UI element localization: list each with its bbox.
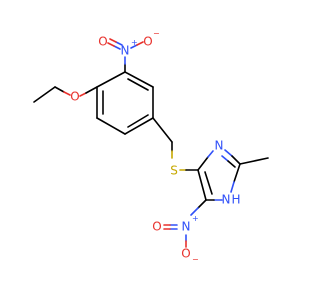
bond-imid-c2-n1	[233, 163, 241, 183]
bond-nitro-top-o-double-b	[107, 42, 115, 47]
bond-imid-c5-c4	[197, 169, 207, 201]
bond-nitro-top-o-double-c	[115, 41, 123, 46]
atom-o-nitro-bottom-single: O	[181, 247, 190, 261]
bond-imid-c4-n3-blue	[207, 150, 214, 158]
bond-imid-nitro-bottom-blue	[190, 207, 199, 216]
bond-ring-1	[96, 71, 126, 88]
bond-ring-ch2	[152, 117, 173, 143]
bond-ring-2-inner	[127, 78, 149, 91]
bond-nitro-top-o-single-b	[136, 41, 144, 46]
bond-ethyl-ch2-o-red	[63, 91, 71, 96]
atom-s-thioether: S	[170, 164, 178, 178]
bond-o-ring	[85, 86, 98, 94]
bond-ring-4	[124, 117, 154, 135]
atom-n-nitro-bottom: N	[182, 220, 191, 234]
atom-h-imidazole-1: H	[231, 193, 240, 207]
atom-o-ethoxy: O	[70, 90, 79, 104]
bond-ring-2	[124, 71, 154, 88]
bond-imid-n3-c2-blue	[224, 149, 233, 157]
atom-n-imidazole-1: N	[222, 193, 231, 207]
bond-nitro-top-o-double-d	[109, 38, 117, 43]
bond-imid-n3-c2-inner-blue	[221, 155, 229, 162]
atom-o-nitro-top-double: O	[98, 35, 107, 49]
atom-labels: O N + O O − S N N H N + O O −	[70, 29, 240, 264]
bond-ethyl-ch2-o	[54, 86, 65, 93]
bond-imid-n3-c2	[231, 155, 241, 165]
atom-n-nitro-top: N	[121, 44, 130, 58]
bonds	[33, 38, 269, 248]
bond-imid-c5-c4-inner	[204, 171, 213, 195]
bond-ethyl-ch3-ch2	[33, 86, 56, 103]
bond-ring-4-inner	[127, 114, 149, 128]
bond-imid-methyl	[239, 157, 269, 165]
charge-o-nitro-top: −	[153, 29, 160, 38]
atom-o-nitro-top-single: O	[143, 35, 152, 49]
bond-imid-n3-c2-inner	[227, 160, 236, 168]
charge-n-nitro-bottom: +	[192, 214, 199, 223]
bond-ring-5	[96, 117, 126, 135]
charge-o-nitro-bottom: −	[192, 255, 199, 264]
bond-nitro-top-o-double-a	[113, 45, 121, 50]
molecule-structure-diagram: O N + O O − S N N H N + O O −	[33, 29, 269, 264]
bond-imid-nitro-bottom	[197, 199, 207, 209]
atom-o-nitro-bottom-double: O	[152, 220, 161, 234]
bond-imid-c4-n3	[197, 156, 209, 171]
bond-nitro-top-o-single-a	[130, 44, 138, 49]
bond-o-ring-red	[79, 92, 87, 97]
charge-n-nitro-top: +	[131, 38, 138, 47]
bond-imid-c2-n1-blue	[230, 181, 235, 193]
atom-n-imidazole-3: N	[215, 139, 224, 153]
